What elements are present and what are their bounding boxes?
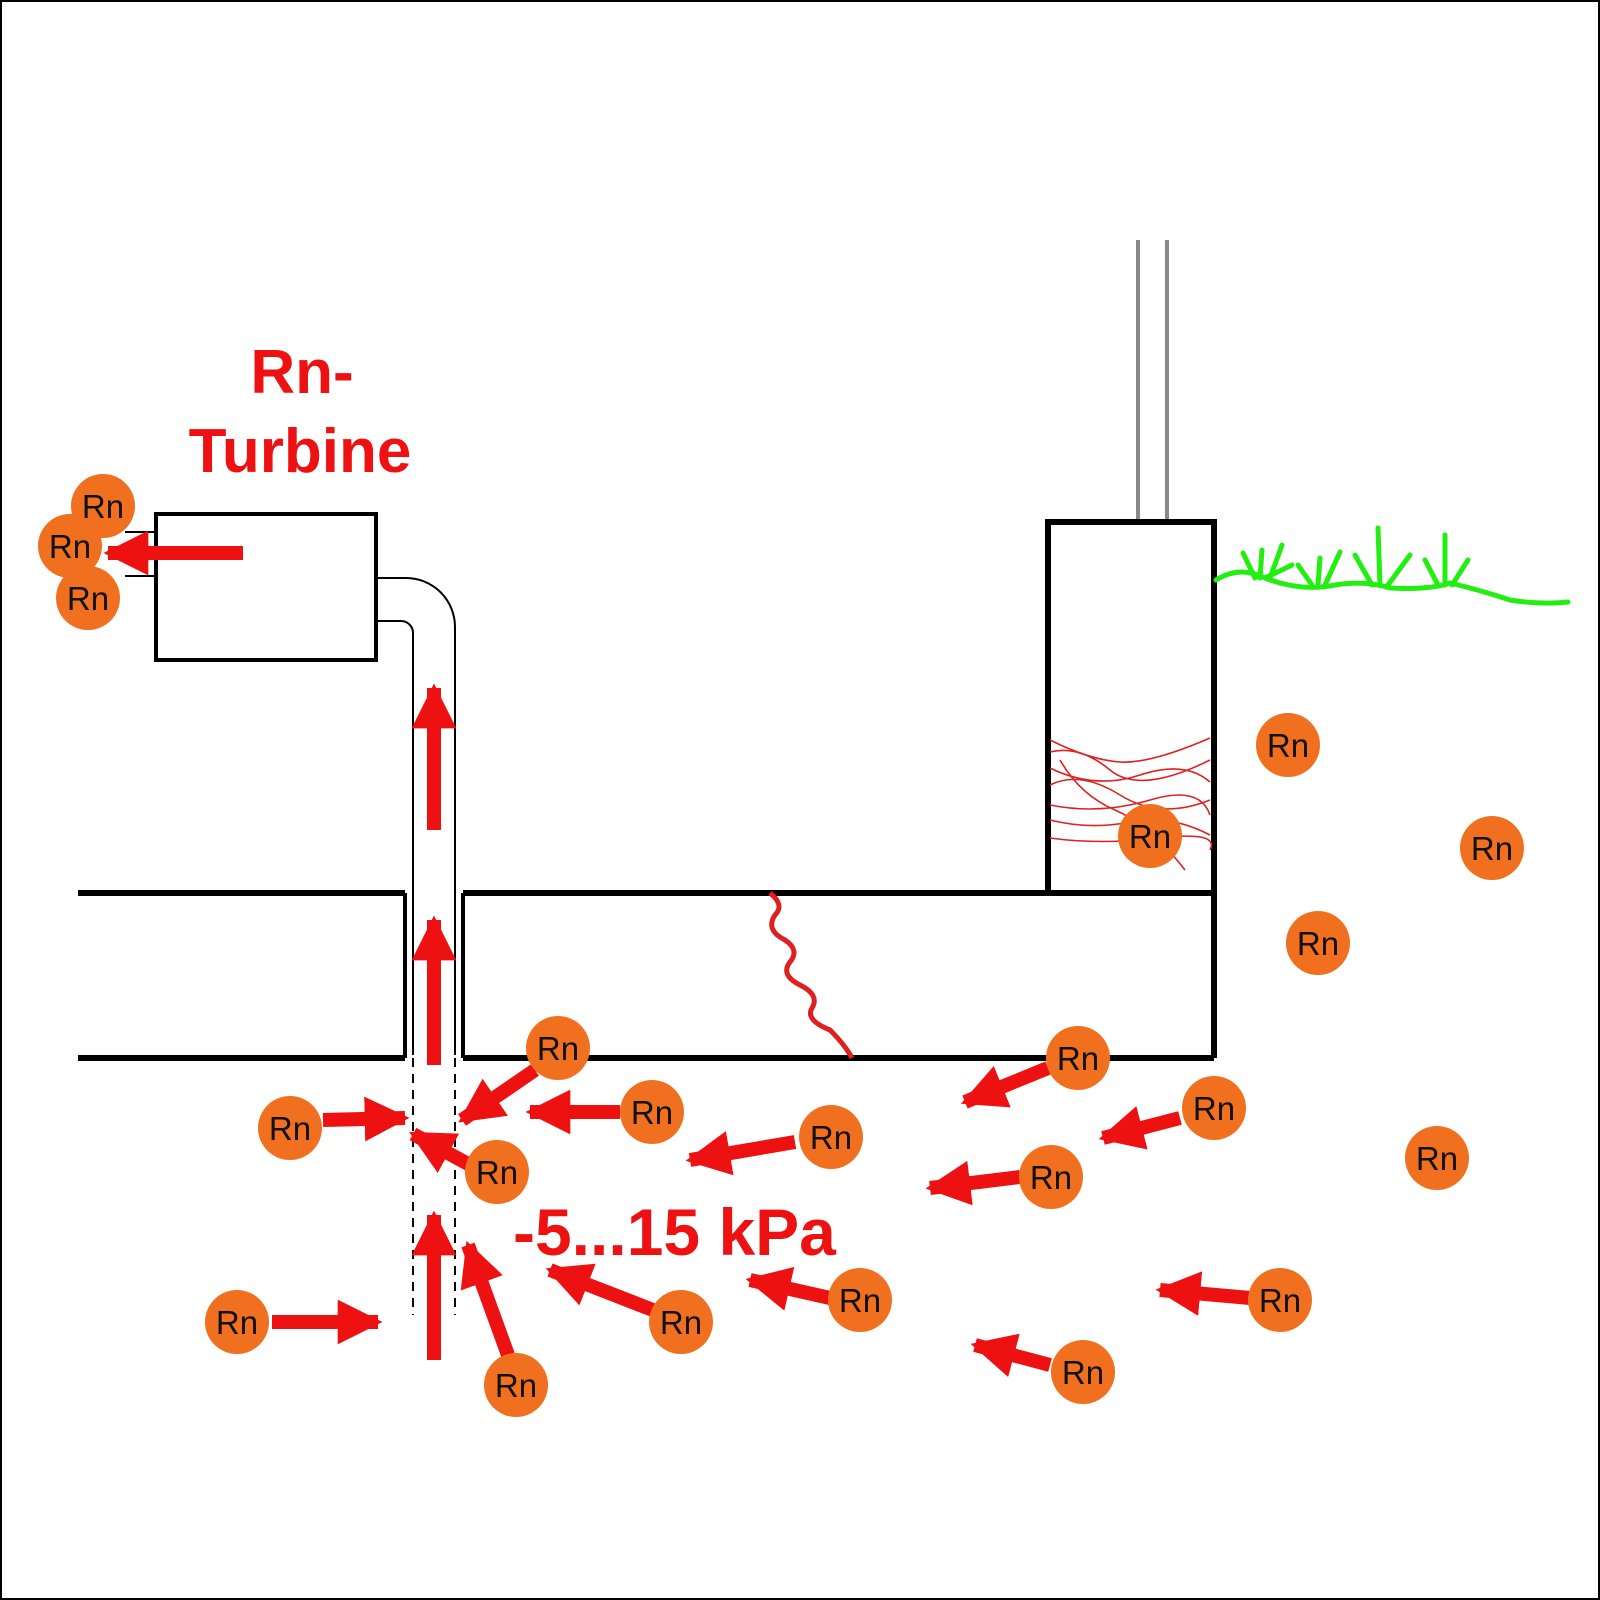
radon-particle-icon: Rn	[1118, 804, 1182, 868]
radon-particle-label: Rn	[1471, 830, 1513, 867]
radon-particle-label: Rn	[839, 1282, 881, 1319]
radon-particle-icon: Rn	[1019, 1145, 1083, 1209]
flow-arrow-icon	[545, 1263, 661, 1319]
radon-particle-icon: Rn	[1256, 713, 1320, 777]
radon-particle-label: Rn	[1297, 925, 1339, 962]
chimney-icon	[1045, 240, 1217, 896]
flow-arrow-icon	[745, 1266, 832, 1311]
radon-particle-icon: Rn	[799, 1105, 863, 1169]
radon-particle-icon: Rn	[71, 474, 135, 538]
radon-particle-icon: Rn	[56, 566, 120, 630]
flow-arrow-icon	[322, 1096, 410, 1142]
radon-particle-label: Rn	[1416, 1140, 1458, 1177]
radon-particle-label: Rn	[1057, 1040, 1099, 1077]
title-line-1: Rn-	[250, 338, 353, 407]
perforated-pipe-icon	[412, 1058, 456, 1315]
radon-particle-label: Rn	[495, 1367, 537, 1404]
radon-particle-label: Rn	[476, 1154, 518, 1191]
radon-particle-label: Rn	[82, 488, 124, 525]
radon-particle-label: Rn	[1267, 727, 1309, 764]
radon-particle-icon: Rn	[38, 514, 102, 578]
radon-particle-icon: Rn	[526, 1016, 590, 1080]
radon-particle-label: Rn	[269, 1110, 311, 1147]
flow-arrow-icon	[970, 1333, 1052, 1378]
title-line-2: Turbine	[189, 417, 412, 486]
radon-particle-icon: Rn	[1046, 1026, 1110, 1090]
radon-particle-label: Rn	[216, 1304, 258, 1341]
radon-particle-label: Rn	[810, 1119, 852, 1156]
flow-arrow-icon	[960, 1061, 1051, 1109]
radon-particle-label: Rn	[631, 1094, 673, 1131]
pressure-label: -5...15 kPa	[513, 1195, 837, 1269]
radon-particle-icon: Rn	[205, 1290, 269, 1354]
flow-arrow-icon	[685, 1131, 797, 1176]
flow-arrows	[103, 530, 1251, 1378]
flow-arrow-icon	[1098, 1106, 1182, 1150]
slab-crack-icon	[768, 891, 855, 1060]
flow-arrow-icon	[458, 1064, 539, 1126]
radon-particle-label: Rn	[1259, 1282, 1301, 1319]
radon-particle-label: Rn	[660, 1304, 702, 1341]
flow-arrow-icon	[460, 1240, 515, 1358]
radon-particle-icon: Rn	[1286, 911, 1350, 975]
radon-particle-label: Rn	[1129, 818, 1171, 855]
radon-particle-label: Rn	[1062, 1354, 1104, 1391]
radon-particle-label: Rn	[1030, 1159, 1072, 1196]
radon-particle-label: Rn	[537, 1030, 579, 1067]
radon-particle-icon: Rn	[1248, 1268, 1312, 1332]
flow-arrow-icon	[925, 1160, 1021, 1206]
grass-icon	[1213, 525, 1571, 606]
flow-arrow-icon	[1155, 1271, 1251, 1316]
suction-pipe-icon	[376, 577, 456, 1055]
radon-particle-icon: Rn	[484, 1353, 548, 1417]
flow-arrow-icon	[409, 1127, 474, 1173]
radon-particle-icon: Rn	[1460, 816, 1524, 880]
radon-particle-icon: Rn	[258, 1096, 322, 1160]
turbine-box-icon	[125, 512, 378, 662]
radon-particle-icon: Rn	[828, 1268, 892, 1332]
radon-particle-label: Rn	[67, 580, 109, 617]
radon-particle-label: Rn	[49, 528, 91, 565]
radon-particle-label: Rn	[1193, 1090, 1235, 1127]
radon-particle-icon: Rn	[1051, 1340, 1115, 1404]
radon-particle-icon: Rn	[1405, 1126, 1469, 1190]
radon-particle-icon: Rn	[620, 1080, 684, 1144]
radon-particle-icon: Rn	[465, 1140, 529, 1204]
radon-particle-icon: Rn	[649, 1290, 713, 1354]
radon-particle-icon: Rn	[1182, 1076, 1246, 1140]
